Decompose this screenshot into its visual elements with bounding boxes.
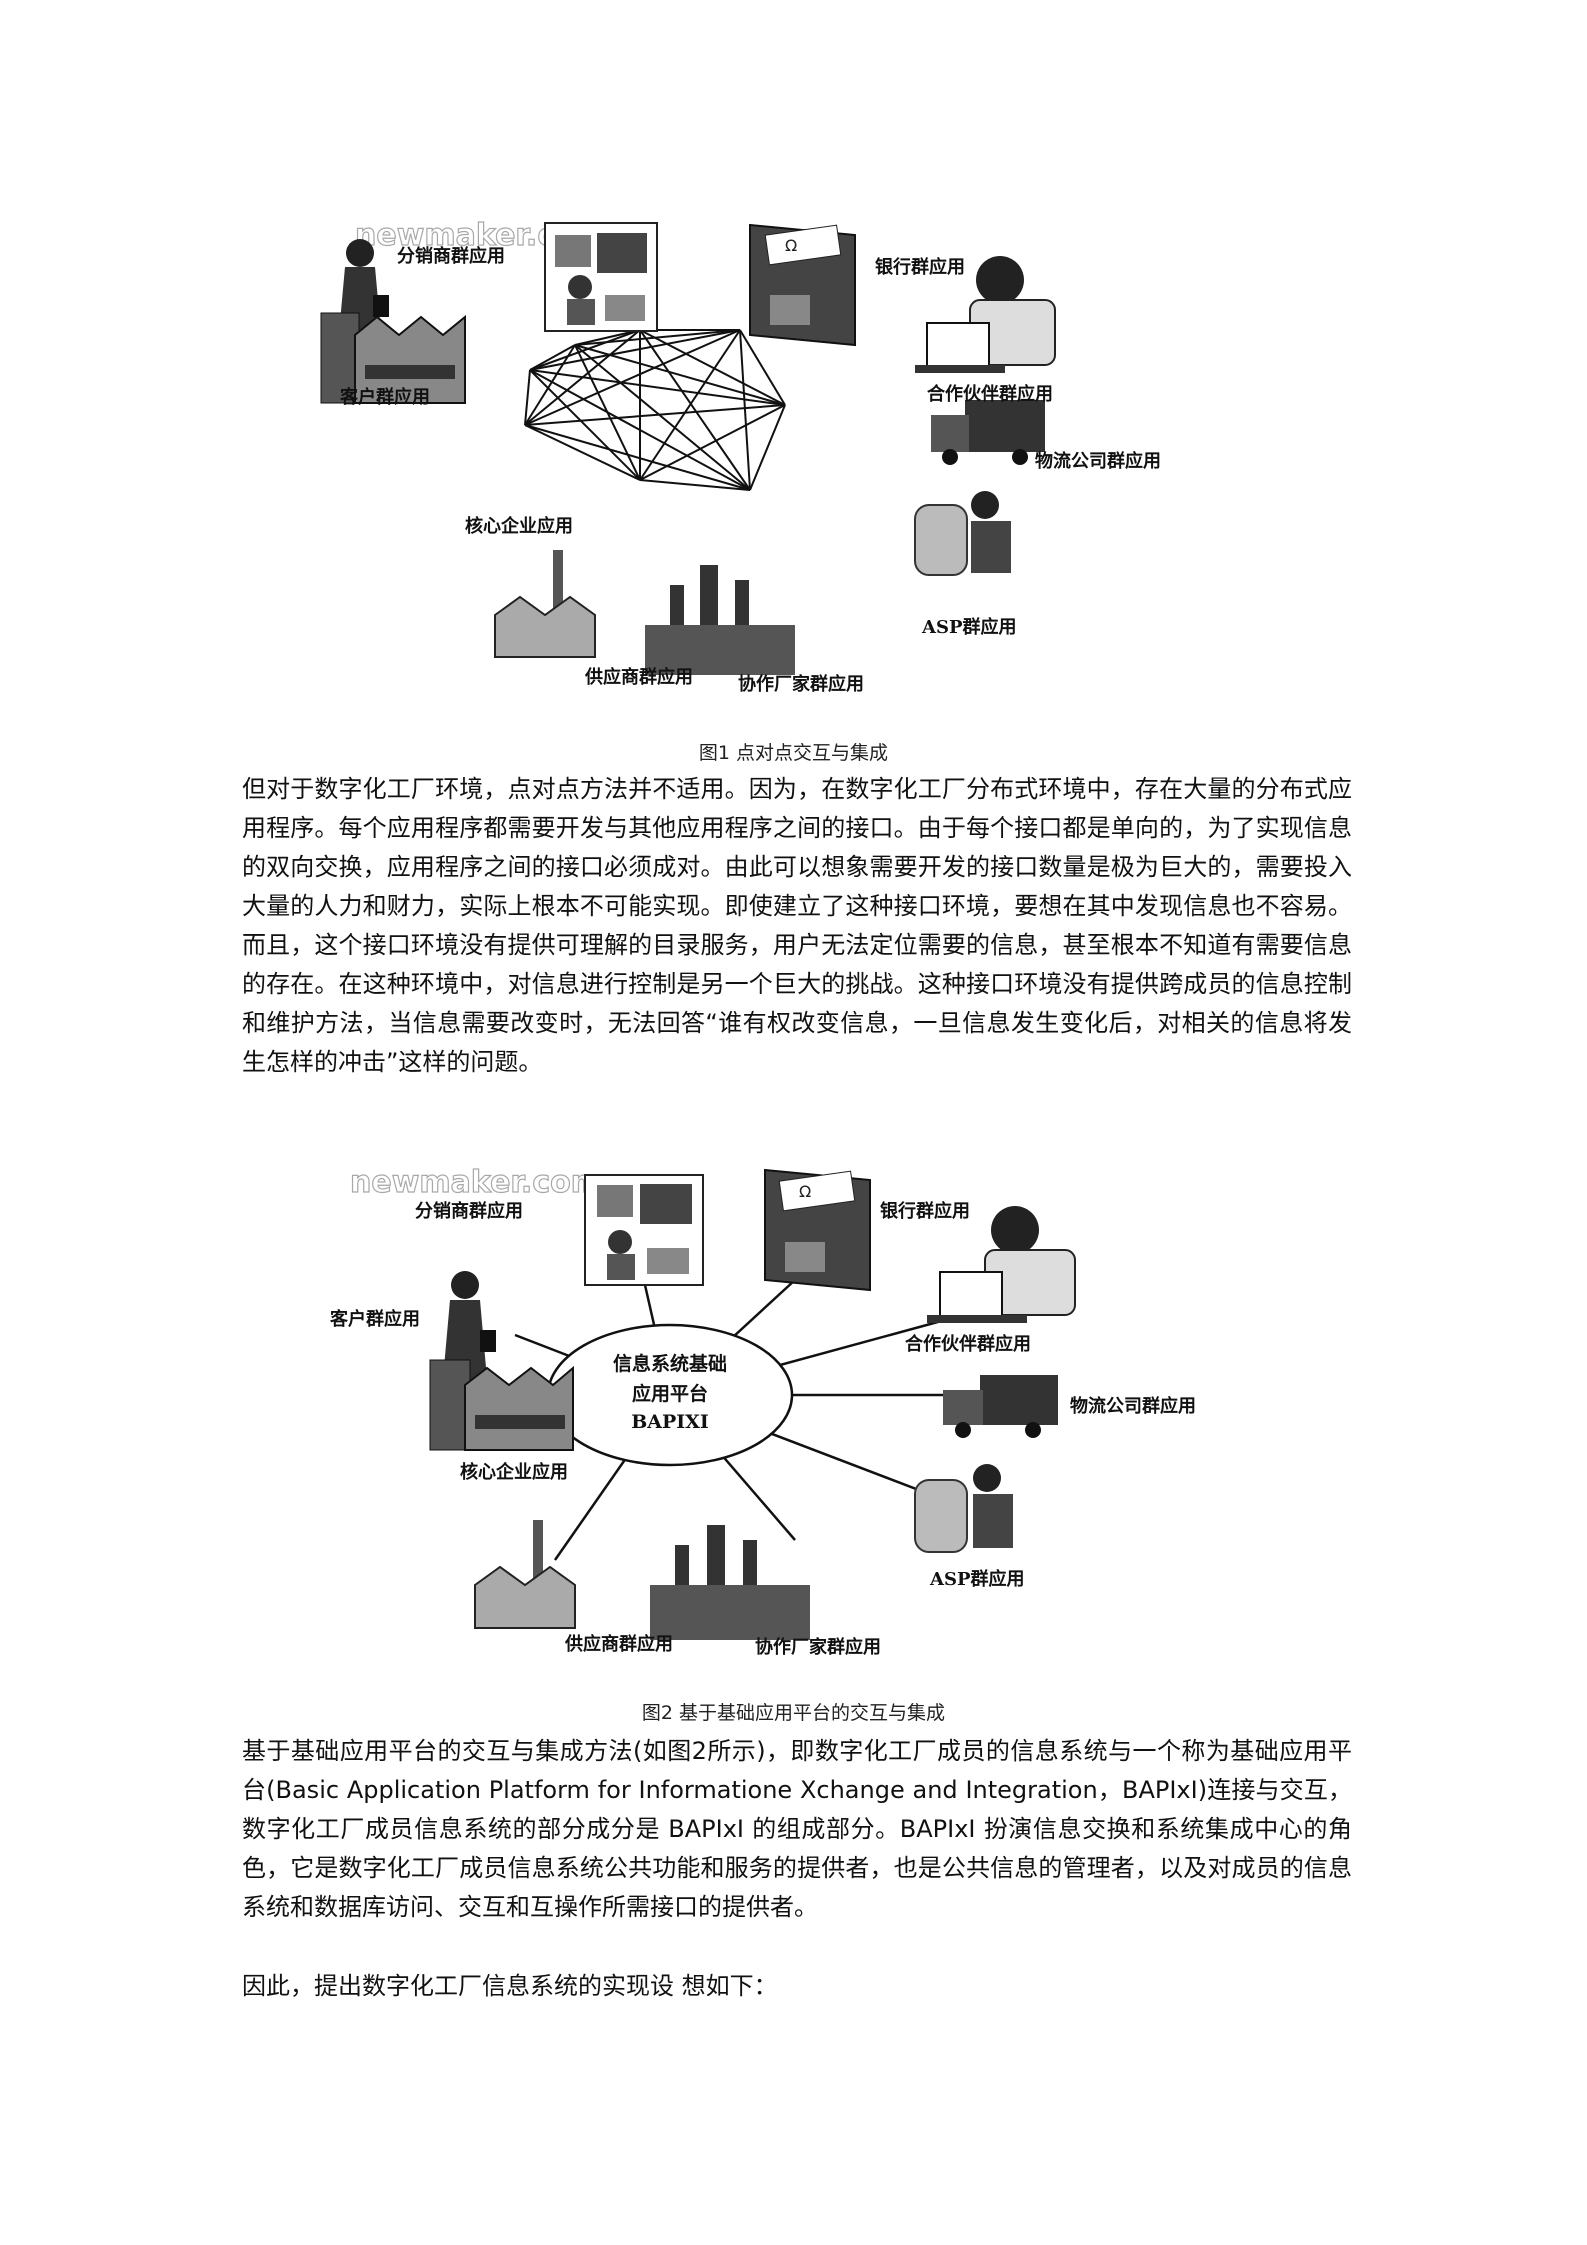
mesh-line	[524, 344, 576, 426]
mesh-line	[529, 329, 741, 371]
paragraph-2: 基于基础应用平台的交互与集成方法(如图2所示)，即数字化工厂成员的信息系统与一个…	[242, 1737, 1352, 1921]
coop-factory-illustration	[645, 565, 795, 675]
label-bank: 银行群应用	[875, 256, 965, 278]
mesh-line	[639, 329, 741, 481]
bank-illustration: Ω	[749, 223, 856, 347]
mesh-line	[524, 404, 786, 426]
asp-illustration	[914, 491, 1011, 576]
label-logistics: 物流公司群应用	[1070, 1395, 1196, 1417]
point-to-point-mesh	[524, 329, 786, 491]
mesh-line	[639, 479, 751, 491]
mesh-line	[574, 344, 786, 406]
svg-text:Ω: Ω	[799, 1182, 811, 1201]
mesh-line	[639, 329, 786, 406]
mesh-line	[524, 424, 641, 481]
figure-2-caption: 图2 基于基础应用平台的交互与集成	[641, 1702, 946, 1724]
label-distributor: 分销商群应用	[397, 245, 505, 267]
mesh-line	[739, 329, 751, 491]
core-enterprise-illustration	[429, 1359, 574, 1451]
mesh-line	[529, 344, 576, 371]
mesh-line	[524, 424, 751, 491]
figure-1-caption: 图1 点对点交互与集成	[698, 742, 889, 764]
logistics-illustration	[931, 400, 1045, 465]
label-distributor: 分销商群应用	[415, 1200, 523, 1222]
figure-2-hub: newmaker.com 信息系统基础 应用平台 BAPIXI Ω	[315, 1160, 1275, 1680]
mesh-line	[529, 369, 786, 406]
mesh-line	[574, 329, 641, 346]
mesh-line	[574, 344, 751, 491]
label-asp: ASP群应用	[929, 1568, 1025, 1590]
label-partner: 合作伙伴群应用	[905, 1333, 1031, 1355]
label-partner: 合作伙伴群应用	[927, 383, 1053, 405]
label-coop: 协作厂家群应用	[755, 1636, 881, 1658]
label-core: 核心企业应用	[465, 515, 573, 537]
mesh-line	[524, 369, 531, 426]
bank-illustration: Ω	[764, 1168, 871, 1292]
label-core: 核心企业应用	[460, 1461, 568, 1483]
hub-line-1: 信息系统基础	[613, 1352, 727, 1375]
hub-line-2: 应用平台	[632, 1382, 708, 1405]
mesh-line	[529, 369, 641, 481]
supplier-illustration	[474, 1520, 576, 1629]
hub-line-3: BAPIXI	[631, 1411, 709, 1433]
label-supplier: 供应商群应用	[564, 1633, 673, 1655]
mesh-line	[639, 329, 751, 491]
figure-1-point-to-point: newmaker.com Ω	[315, 205, 1275, 715]
label-coop: 协作厂家群应用	[738, 673, 864, 695]
watermark: newmaker.com	[350, 1165, 602, 1200]
figure-1-svg: newmaker.com Ω	[320, 217, 1161, 695]
coop-factory-illustration	[650, 1525, 810, 1640]
label-customer: 客户群应用	[330, 1308, 420, 1330]
distributor-illustration	[544, 222, 658, 332]
mesh-line	[739, 329, 786, 406]
partner-illustration	[915, 256, 1056, 373]
figure-2-svg: newmaker.com 信息系统基础 应用平台 BAPIXI Ω	[330, 1164, 1196, 1658]
partner-illustration	[927, 1206, 1076, 1323]
asp-illustration	[914, 1464, 1013, 1553]
logistics-illustration	[943, 1375, 1058, 1438]
paragraph-3: 因此，提出数字化工厂信息系统的实现设 想如下：	[242, 1972, 778, 2000]
label-logistics: 物流公司群应用	[1035, 450, 1161, 472]
distributor-illustration	[584, 1174, 704, 1286]
mesh-line	[574, 329, 741, 346]
supplier-illustration	[494, 550, 596, 658]
mesh-line	[529, 329, 641, 371]
mesh-line	[749, 404, 786, 491]
mesh-line	[524, 329, 741, 426]
mesh-line	[574, 344, 641, 481]
paragraph-1: 但对于数字化工厂环境，点对点方法并不适用。因为，在数字化工厂分布式环境中，存在大…	[242, 775, 1352, 1076]
label-customer: 客户群应用	[340, 386, 430, 408]
label-supplier: 供应商群应用	[584, 666, 693, 688]
mesh-line	[639, 404, 786, 481]
label-bank: 银行群应用	[880, 1200, 970, 1222]
label-asp: ASP群应用	[921, 616, 1017, 638]
core-enterprise-illustration	[320, 312, 466, 404]
svg-text:Ω: Ω	[785, 236, 797, 255]
mesh-line	[529, 369, 751, 491]
